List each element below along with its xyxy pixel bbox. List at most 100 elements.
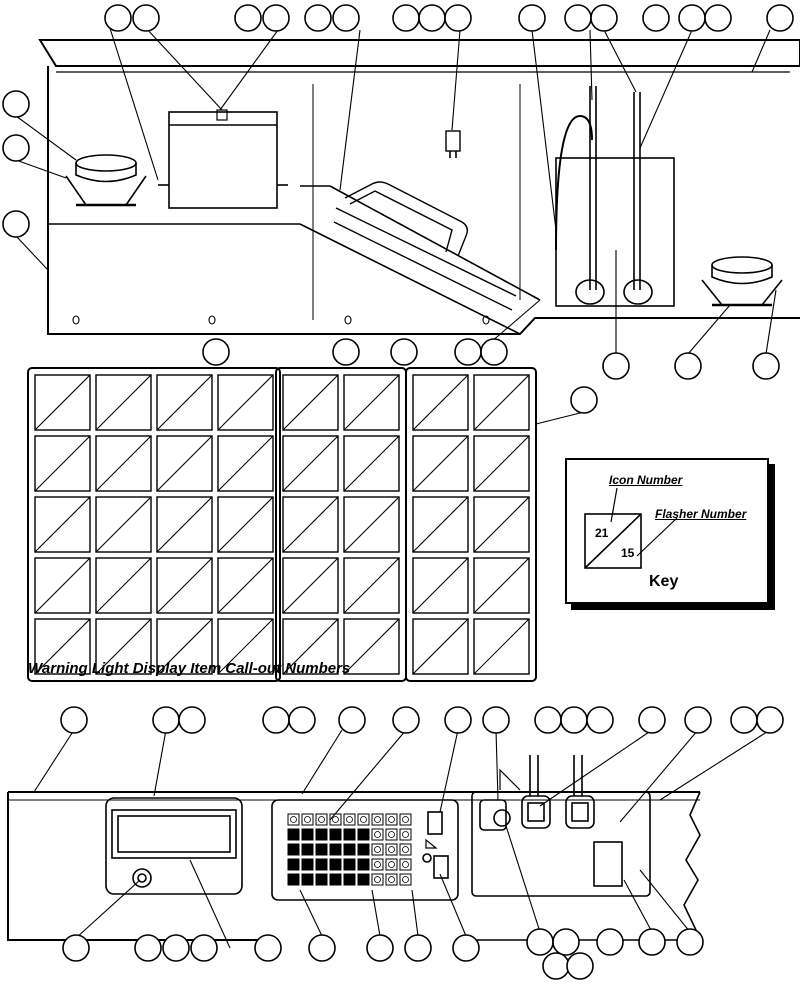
- switch-key: [385, 828, 398, 841]
- warning-light-cell: [343, 557, 400, 614]
- switch-key-dot: [304, 816, 311, 823]
- cell-divider: [217, 557, 274, 614]
- callout-bubble: [542, 952, 570, 980]
- callout-leader: [15, 235, 49, 271]
- warning-light-cell: [217, 496, 274, 553]
- callout-leaders: [15, 21, 777, 949]
- callout-leader: [687, 304, 731, 355]
- warning-light-cell: [343, 618, 400, 675]
- cell-divider: [412, 496, 469, 553]
- warning-light-cell: [34, 557, 91, 614]
- callout-bubble: [2, 134, 30, 162]
- switch-key-dot: [374, 831, 381, 838]
- callout-bubble: [2, 90, 30, 118]
- cell-divider: [473, 618, 530, 675]
- key-sample-icon-number: 21: [595, 526, 609, 540]
- switch-key: [315, 828, 328, 841]
- callout-bubble: [684, 706, 712, 734]
- warning-light-cell: [343, 374, 400, 431]
- callout-bubble: [480, 338, 508, 366]
- warning-light-cell: [412, 618, 469, 675]
- callout-bubble: [190, 934, 218, 962]
- switch-key: [357, 813, 370, 826]
- siren-driver: [555, 86, 675, 307]
- warning-light-cell: [343, 496, 400, 553]
- callout-bubble: [674, 352, 702, 380]
- switch-key: [301, 828, 314, 841]
- callout-bubble: [2, 210, 30, 238]
- switch-key-dot: [388, 831, 395, 838]
- cell-divider: [343, 374, 400, 431]
- switch-key: [315, 843, 328, 856]
- switch-key: [301, 873, 314, 886]
- cell-divider: [156, 374, 213, 431]
- callout-bubble: [590, 4, 618, 32]
- warning-light-cell: [156, 618, 213, 675]
- callout-leader: [439, 873, 467, 937]
- switch-key-dot: [374, 876, 381, 883]
- cell-divider: [217, 374, 274, 431]
- switch-array: [287, 813, 412, 886]
- callout-leader: [639, 29, 693, 149]
- switch-key: [315, 858, 328, 871]
- callout-bubble: [642, 4, 670, 32]
- switch-key: [315, 873, 328, 886]
- callout-leader: [531, 29, 557, 231]
- switch-key: [371, 813, 384, 826]
- callout-bubble: [404, 934, 432, 962]
- switch-key: [399, 828, 412, 841]
- console-top-rail: [38, 39, 800, 67]
- callout-bubble: [704, 4, 732, 32]
- cell-divider: [95, 496, 152, 553]
- switch-key: [329, 858, 342, 871]
- cell-divider: [343, 557, 400, 614]
- cell-divider: [156, 557, 213, 614]
- warning-light-cell: [156, 435, 213, 492]
- callout-leader: [623, 879, 653, 933]
- callout-leader: [589, 29, 593, 101]
- callout-bubble: [518, 4, 546, 32]
- callout-leader: [411, 889, 419, 937]
- cell-divider: [95, 435, 152, 492]
- callout-leader: [189, 859, 231, 949]
- callout-bubble: [452, 934, 480, 962]
- warning-light-cell: [95, 618, 152, 675]
- callout-leader: [15, 159, 67, 179]
- callout-leader: [535, 411, 585, 425]
- switch-key: [371, 828, 384, 841]
- callout-bubble: [752, 352, 780, 380]
- switch-key: [399, 813, 412, 826]
- callout-bubble: [570, 386, 598, 414]
- warning-light-cell: [473, 435, 530, 492]
- switch-key: [357, 843, 370, 856]
- switch-key-dot: [402, 861, 409, 868]
- callout-leader: [33, 729, 75, 793]
- flasher-rack: [333, 181, 517, 311]
- grid-panel: [405, 367, 537, 682]
- callout-bubble: [60, 706, 88, 734]
- cell-divider: [34, 618, 91, 675]
- callout-bubble: [560, 706, 588, 734]
- callout-bubble: [254, 934, 282, 962]
- cell-divider: [412, 374, 469, 431]
- switch-key-dot: [388, 816, 395, 823]
- callout-bubble: [454, 338, 482, 366]
- warning-light-cell: [473, 557, 530, 614]
- switch-key-dot: [360, 816, 367, 823]
- switch-key-dot: [374, 816, 381, 823]
- warning-light-cell: [95, 496, 152, 553]
- cell-divider: [156, 496, 213, 553]
- switch-key-dot: [402, 831, 409, 838]
- callout-bubble: [62, 934, 90, 962]
- cell-divider: [412, 557, 469, 614]
- callout-bubble: [304, 4, 332, 32]
- callout-bubble: [288, 706, 316, 734]
- switch-key: [385, 858, 398, 871]
- key-icon-number-label: Icon Number: [609, 473, 683, 487]
- cell-divider: [217, 496, 274, 553]
- switch-key-dot: [388, 846, 395, 853]
- switch-key: [343, 873, 356, 886]
- switch-key-dot: [374, 861, 381, 868]
- callout-leader: [619, 729, 699, 823]
